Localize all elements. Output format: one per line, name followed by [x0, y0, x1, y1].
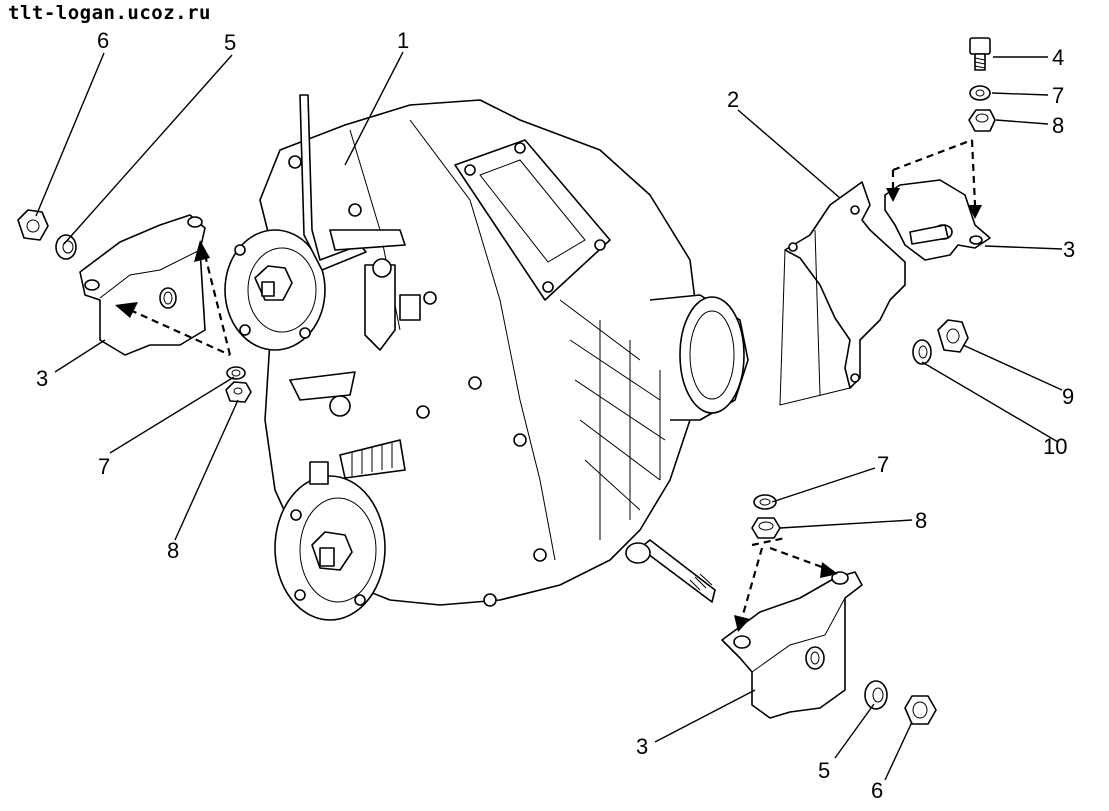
bottom-upper-nut	[751, 517, 781, 539]
callout-left-upper-nut: 6	[97, 28, 109, 53]
bottom-washer	[864, 680, 888, 710]
left-upper-nut	[17, 209, 49, 241]
bottom-mount-cushion	[721, 571, 863, 719]
callout-left-lower-nut: 8	[167, 538, 179, 563]
callout-bottom-washer: 5	[818, 758, 830, 783]
left-mount-dashed-guides	[115, 240, 232, 357]
callout-labels: 1 2 3 3 3 4 5 5 6 6 7 7 7 8 8 8 9 10	[36, 28, 1075, 803]
leader-lines	[35, 51, 1063, 781]
callout-left-washer: 5	[224, 30, 236, 55]
callout-right-top-nut: 8	[1052, 113, 1064, 138]
transfer-case-housing	[259, 99, 749, 607]
bottom-lock-washer	[753, 494, 777, 510]
callout-bracket-nut: 9	[1062, 384, 1074, 409]
bracket-washer	[912, 339, 932, 365]
callout-bolt: 4	[1052, 45, 1064, 70]
upper-output-flange	[224, 229, 326, 351]
callout-main-housing: 1	[397, 28, 409, 53]
right-top-nut	[968, 109, 996, 132]
bracket-nut	[937, 319, 969, 353]
lower-output-flange	[274, 475, 386, 621]
callout-left-lock-washer: 7	[98, 454, 110, 479]
left-lock-washer	[226, 366, 246, 380]
callout-bracket: 2	[727, 87, 739, 112]
bottom-nut	[904, 695, 937, 725]
left-washer	[55, 234, 77, 260]
right-mount-dashed-guides	[886, 138, 982, 219]
watermark: tlt-logan.ucoz.ru	[8, 2, 211, 24]
left-mount-cushion	[79, 214, 206, 356]
callout-bottom-lock-washer: 7	[877, 452, 889, 477]
callout-right-mount: 3	[1063, 237, 1075, 262]
callout-bracket-washer: 10	[1043, 434, 1067, 459]
right-bracket	[779, 181, 906, 406]
callout-bottom-upper-nut: 8	[915, 508, 927, 533]
right-top-lock-washer	[969, 85, 991, 101]
shift-linkage	[289, 94, 421, 485]
left-lower-nut	[225, 381, 252, 403]
callout-bottom-nut: 6	[871, 778, 883, 803]
right-bolt	[969, 37, 991, 71]
callout-bottom-mount: 3	[636, 734, 648, 759]
callout-right-top-lock-washer: 7	[1052, 83, 1064, 108]
right-mount-cushion	[884, 179, 991, 261]
callout-left-mount: 3	[36, 366, 48, 391]
bottom-mount-dashed-guides	[734, 536, 838, 632]
